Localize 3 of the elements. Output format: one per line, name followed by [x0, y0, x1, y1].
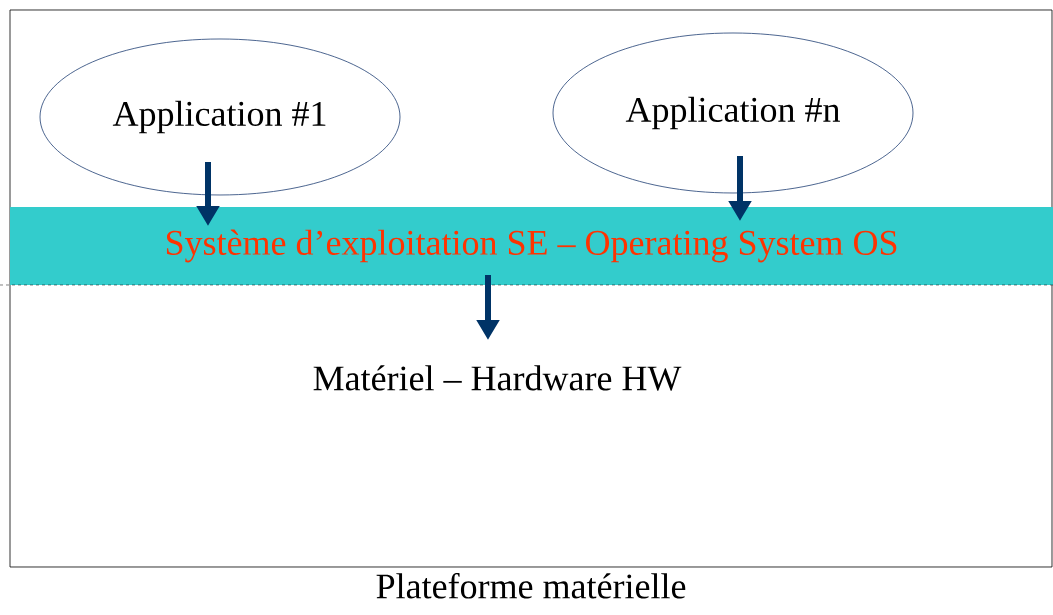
hardware-label: Matériel – Hardware HW [313, 365, 682, 391]
os-band: Système d’exploitation SE – Operating System OS [0, 207, 1053, 286]
node-label: Plateforme matérielle [376, 572, 686, 599]
